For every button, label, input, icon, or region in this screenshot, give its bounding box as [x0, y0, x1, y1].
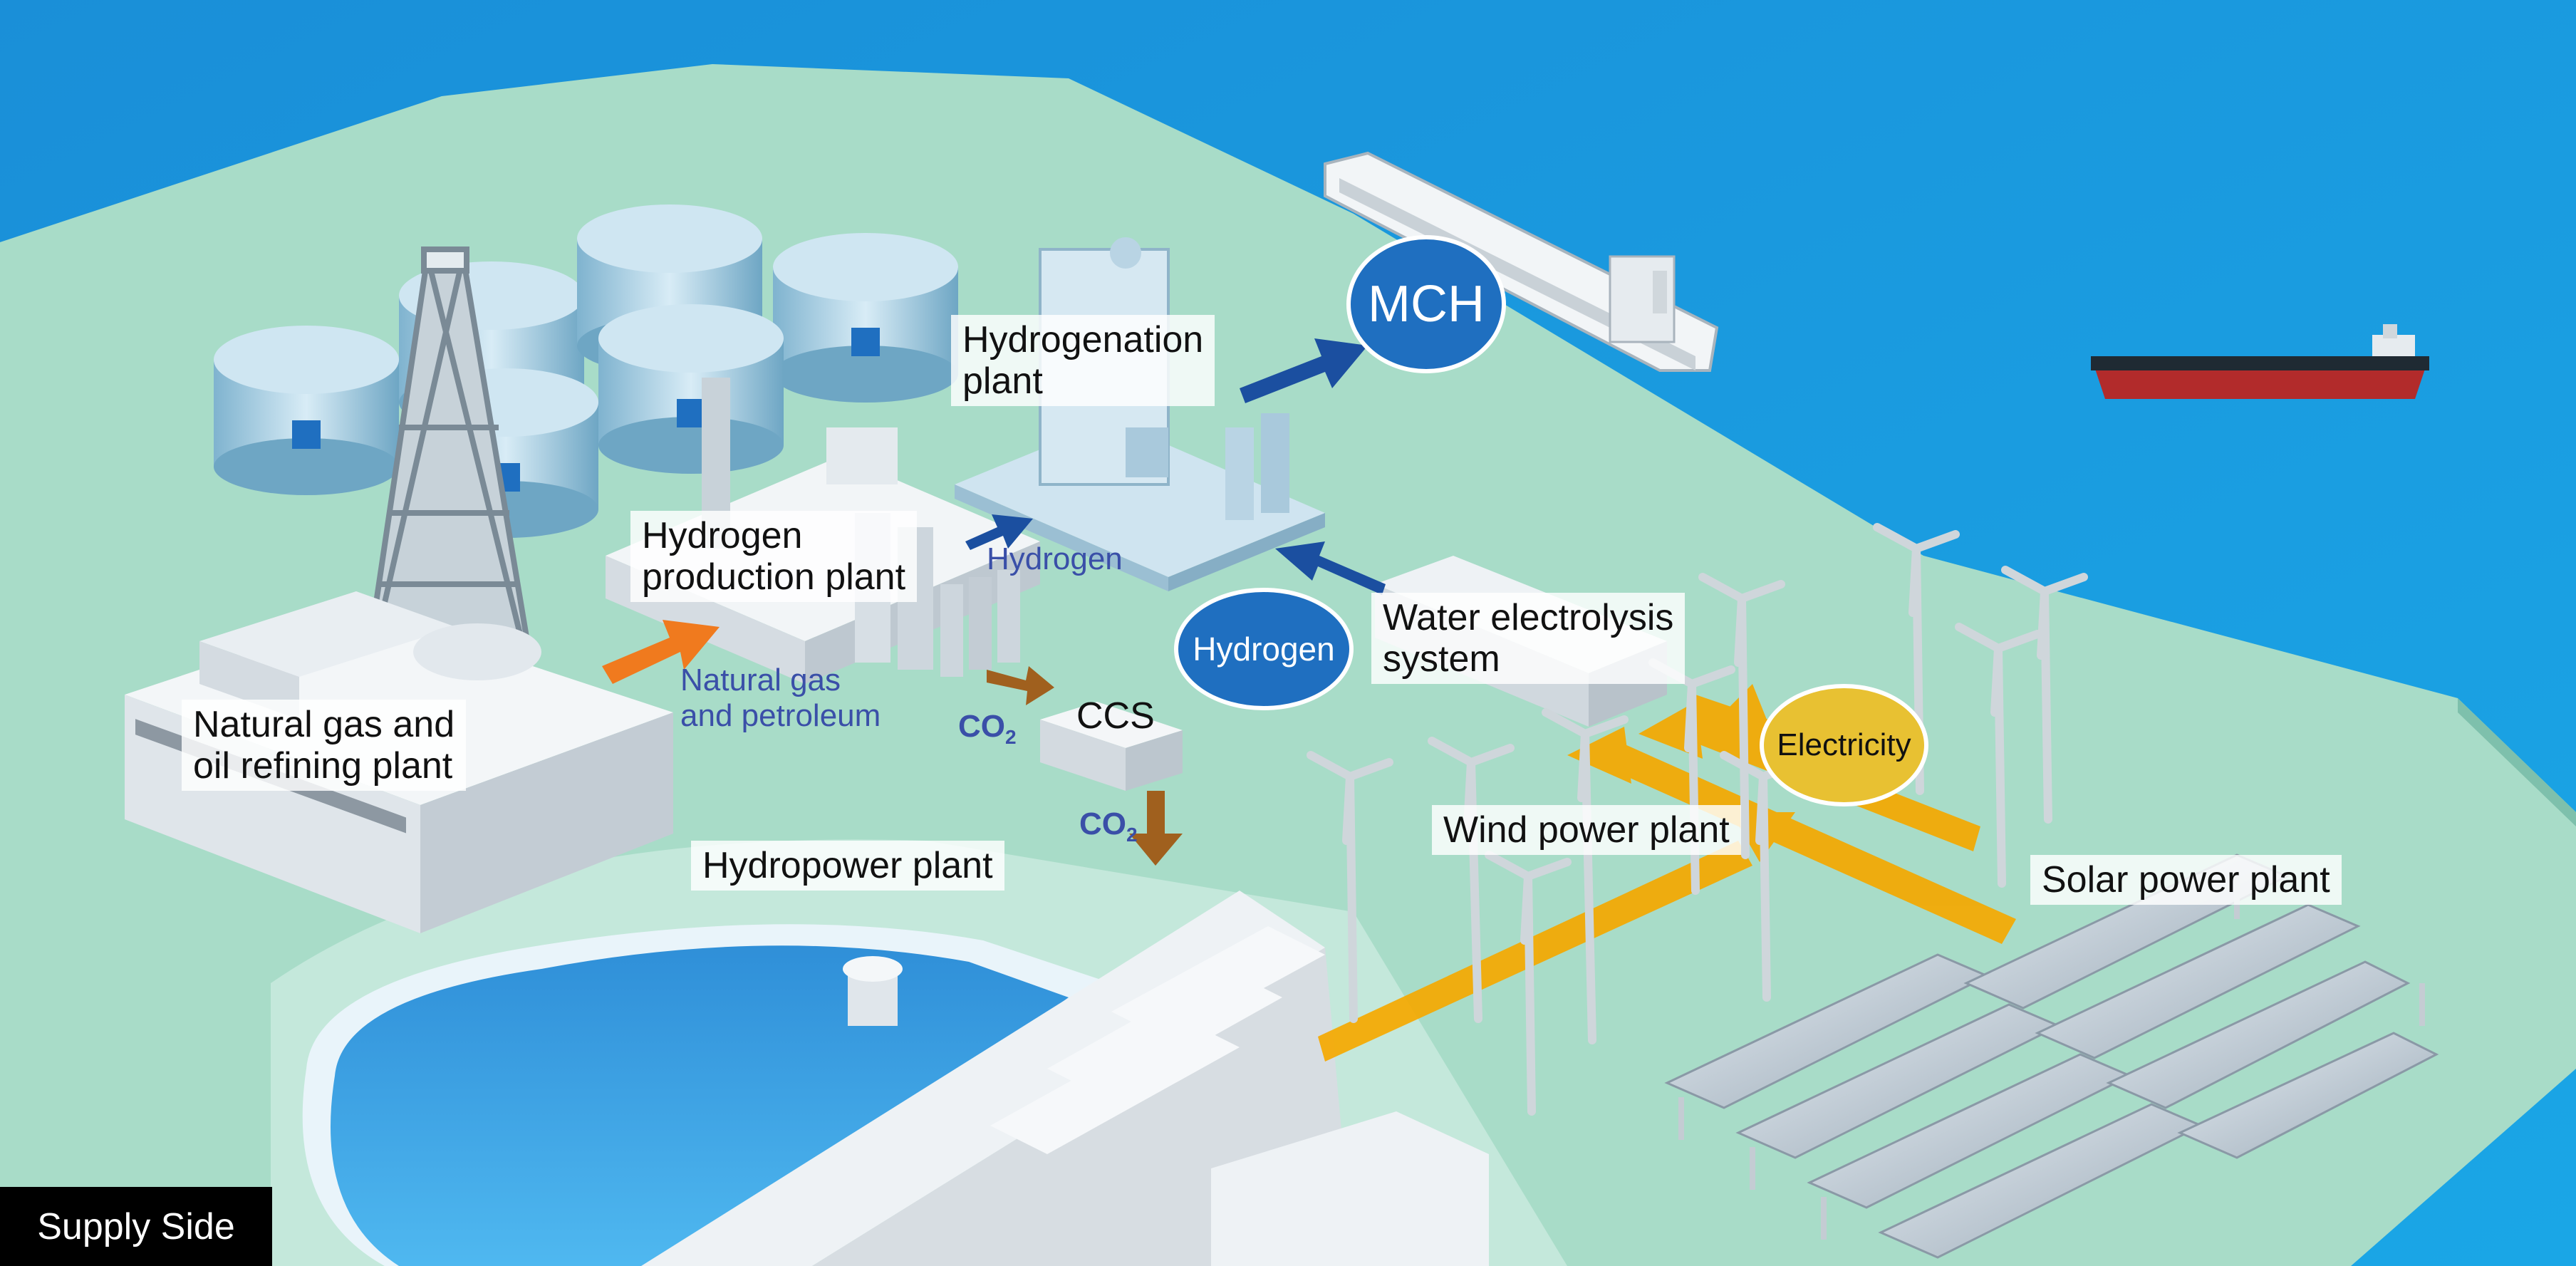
hydrogen-arrow-to-hydrogenation	[965, 514, 1033, 550]
co2-arrow-b	[1129, 791, 1183, 866]
dam-icon	[641, 891, 1489, 1266]
land-edge	[2458, 698, 2576, 826]
supply-side-tag: Supply Side	[0, 1187, 272, 1266]
label-water-electrolysis-system: Water electrolysis system	[1371, 593, 1686, 684]
mch-badge: MCH	[1346, 235, 1506, 373]
label-wind-power-plant: Wind power plant	[1432, 805, 1741, 855]
electricity-badge: Electricity	[1760, 684, 1928, 806]
storage-tank-icon	[214, 204, 958, 538]
label-refining-plant: Natural gas and oil refining plant	[182, 700, 467, 791]
co2-label-b: CO2	[1079, 806, 1138, 846]
label-hydrogenation-plant: Hydrogenation plant	[951, 315, 1215, 406]
flow-natural-gas-text: Natural gas and petroleum	[680, 663, 881, 733]
label-hydropower-plant: Hydropower plant	[691, 841, 1004, 891]
hydrogen-arrow-from-electrolysis	[1275, 541, 1386, 595]
co2-arrow-a	[987, 666, 1054, 705]
label-solar-power-plant: Solar power plant	[2030, 855, 2342, 905]
mch-arrow	[1240, 338, 1368, 403]
drilling-rig-icon	[367, 247, 531, 644]
flow-hydrogen-text: Hydrogen	[987, 541, 1123, 576]
wind-turbine-icon	[1307, 523, 2088, 1116]
label-ccs: CCS	[1076, 695, 1155, 737]
label-hydrogen-production-plant: Hydrogen production plant	[630, 511, 918, 602]
cargo-ship-icon	[1324, 151, 1719, 372]
tanker-ship-icon	[2091, 324, 2429, 399]
natural-gas-arrow	[602, 620, 720, 684]
ccs-box-icon	[1040, 702, 1183, 791]
co2-label-a: CO2	[958, 709, 1017, 748]
hydrogen-badge: Hydrogen	[1174, 588, 1354, 710]
